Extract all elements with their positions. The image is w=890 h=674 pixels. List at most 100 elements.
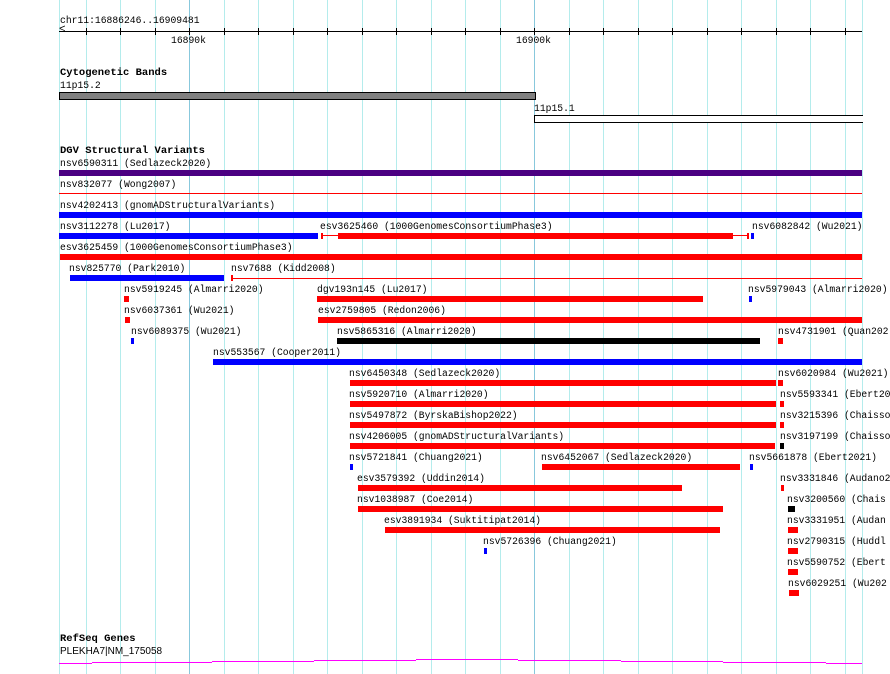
sv-bar[interactable] — [70, 275, 224, 281]
sv-bar[interactable] — [781, 485, 784, 491]
sv-label: nsv1038987 (Coe2014) — [357, 494, 474, 505]
ruler-tick — [362, 28, 363, 35]
sv-bar[interactable] — [124, 296, 129, 302]
gene-segment[interactable] — [416, 659, 518, 660]
sv-bar[interactable] — [350, 464, 353, 470]
grid-line — [776, 0, 777, 674]
cytoband[interactable] — [534, 115, 863, 123]
sv-bar[interactable] — [350, 443, 775, 449]
sv-label: dgv193n145 (Lu2017) — [317, 284, 428, 295]
arrow-left-icon: < — [59, 24, 66, 36]
sv-label: nsv7688 (Kidd2008) — [231, 263, 336, 274]
sv-bar[interactable] — [788, 569, 798, 575]
ruler-tick — [258, 28, 259, 35]
sv-line[interactable] — [733, 235, 748, 236]
ruler-tick — [603, 28, 604, 35]
sv-bar[interactable] — [350, 401, 776, 407]
sv-label: nsv5497872 (ByrskaBishop2022) — [349, 410, 518, 421]
sv-label: nsv3215396 (Chaisso — [780, 410, 890, 421]
gene-segment[interactable] — [92, 662, 212, 663]
ruler-tick — [293, 28, 294, 35]
grid-line — [189, 0, 190, 674]
sv-bar[interactable] — [318, 317, 862, 323]
sv-label: nsv6590311 (Sedlazeck2020) — [60, 158, 212, 169]
sv-label: nsv6089375 (Wu2021) — [131, 326, 242, 337]
sv-bar[interactable] — [780, 422, 784, 428]
sv-bar[interactable] — [751, 233, 754, 239]
sv-bar[interactable] — [338, 233, 733, 239]
sv-label: nsv3112278 (Lu2017) — [60, 221, 171, 232]
sv-bar[interactable] — [780, 443, 784, 449]
gene-segment[interactable] — [212, 661, 314, 662]
sv-label: esv3625459 (1000GenomesConsortiumPhase3) — [60, 242, 293, 253]
sv-label: esv2759805 (Redon2006) — [318, 305, 446, 316]
ruler-axis — [59, 31, 862, 32]
sv-bar[interactable] — [317, 296, 703, 302]
ruler-tick — [431, 28, 432, 35]
sv-bar[interactable] — [749, 296, 752, 302]
sv-bar[interactable] — [213, 359, 862, 365]
track-title: RefSeq Genes — [60, 633, 136, 645]
sv-bar[interactable] — [780, 401, 784, 407]
sv-bar[interactable] — [788, 506, 795, 512]
sv-bar[interactable] — [789, 590, 799, 596]
sv-line[interactable] — [59, 193, 862, 194]
sv-bar[interactable] — [788, 548, 798, 554]
ruler-tick — [638, 28, 639, 35]
sv-bar[interactable] — [385, 527, 720, 533]
ruler-tick — [569, 28, 570, 35]
sv-bar[interactable] — [778, 380, 783, 386]
sv-label: nsv4202413 (gnomADStructuralVariants) — [60, 200, 276, 211]
tick-label: 16890k — [171, 35, 206, 46]
sv-bar[interactable] — [60, 254, 862, 260]
gene-segment[interactable] — [518, 660, 621, 661]
sv-bar[interactable] — [542, 464, 740, 470]
sv-tick[interactable] — [747, 233, 749, 239]
sv-bar[interactable] — [358, 485, 682, 491]
sv-bar[interactable] — [337, 338, 760, 344]
ruler-tick — [500, 28, 501, 35]
grid-line — [672, 0, 673, 674]
ruler-tick — [534, 28, 535, 35]
sv-bar[interactable] — [778, 338, 783, 344]
sv-bar[interactable] — [125, 317, 130, 323]
sv-bar[interactable] — [350, 422, 776, 428]
sv-tick[interactable] — [321, 233, 323, 239]
sv-label: nsv6037361 (Wu2021) — [124, 305, 235, 316]
ruler-tick — [845, 28, 846, 35]
ruler-tick — [741, 28, 742, 35]
sv-label: nsv553567 (Cooper2011) — [213, 347, 341, 358]
sv-label: esv3625460 (1000GenomesConsortiumPhase3) — [320, 221, 553, 232]
sv-bar[interactable] — [59, 212, 862, 218]
gene-segment[interactable] — [723, 662, 826, 663]
grid-line — [224, 0, 225, 674]
grid-line — [120, 0, 121, 674]
sv-line[interactable] — [321, 235, 338, 236]
sv-line[interactable] — [231, 278, 862, 279]
grid-line — [59, 0, 60, 674]
sv-bar[interactable] — [350, 380, 776, 386]
sv-label: esv3579392 (Uddin2014) — [357, 473, 485, 484]
ruler-tick — [707, 28, 708, 35]
sv-bar[interactable] — [750, 464, 753, 470]
sv-bar[interactable] — [484, 548, 487, 554]
sv-bar[interactable] — [59, 233, 318, 239]
gene-segment[interactable] — [826, 663, 862, 664]
ruler-tick — [396, 28, 397, 35]
sv-label: nsv5590752 (Ebert — [787, 557, 886, 568]
sv-bar[interactable] — [131, 338, 134, 344]
sv-label: esv3891934 (Suktitipat2014) — [384, 515, 541, 526]
sv-bar[interactable] — [358, 506, 723, 512]
sv-label: nsv5726396 (Chuang2021) — [483, 536, 617, 547]
grid-line — [569, 0, 570, 674]
gene-segment[interactable] — [59, 663, 92, 664]
sv-bar[interactable] — [788, 527, 798, 533]
grid-line — [500, 0, 501, 674]
sv-bar[interactable] — [59, 170, 862, 176]
gene-segment[interactable] — [314, 660, 416, 661]
gene-segment[interactable] — [621, 661, 723, 662]
cytoband[interactable] — [59, 92, 536, 100]
ruler-tick — [86, 28, 87, 35]
sv-label: nsv3197199 (Chaisso — [780, 431, 890, 442]
grid-line — [86, 0, 87, 674]
